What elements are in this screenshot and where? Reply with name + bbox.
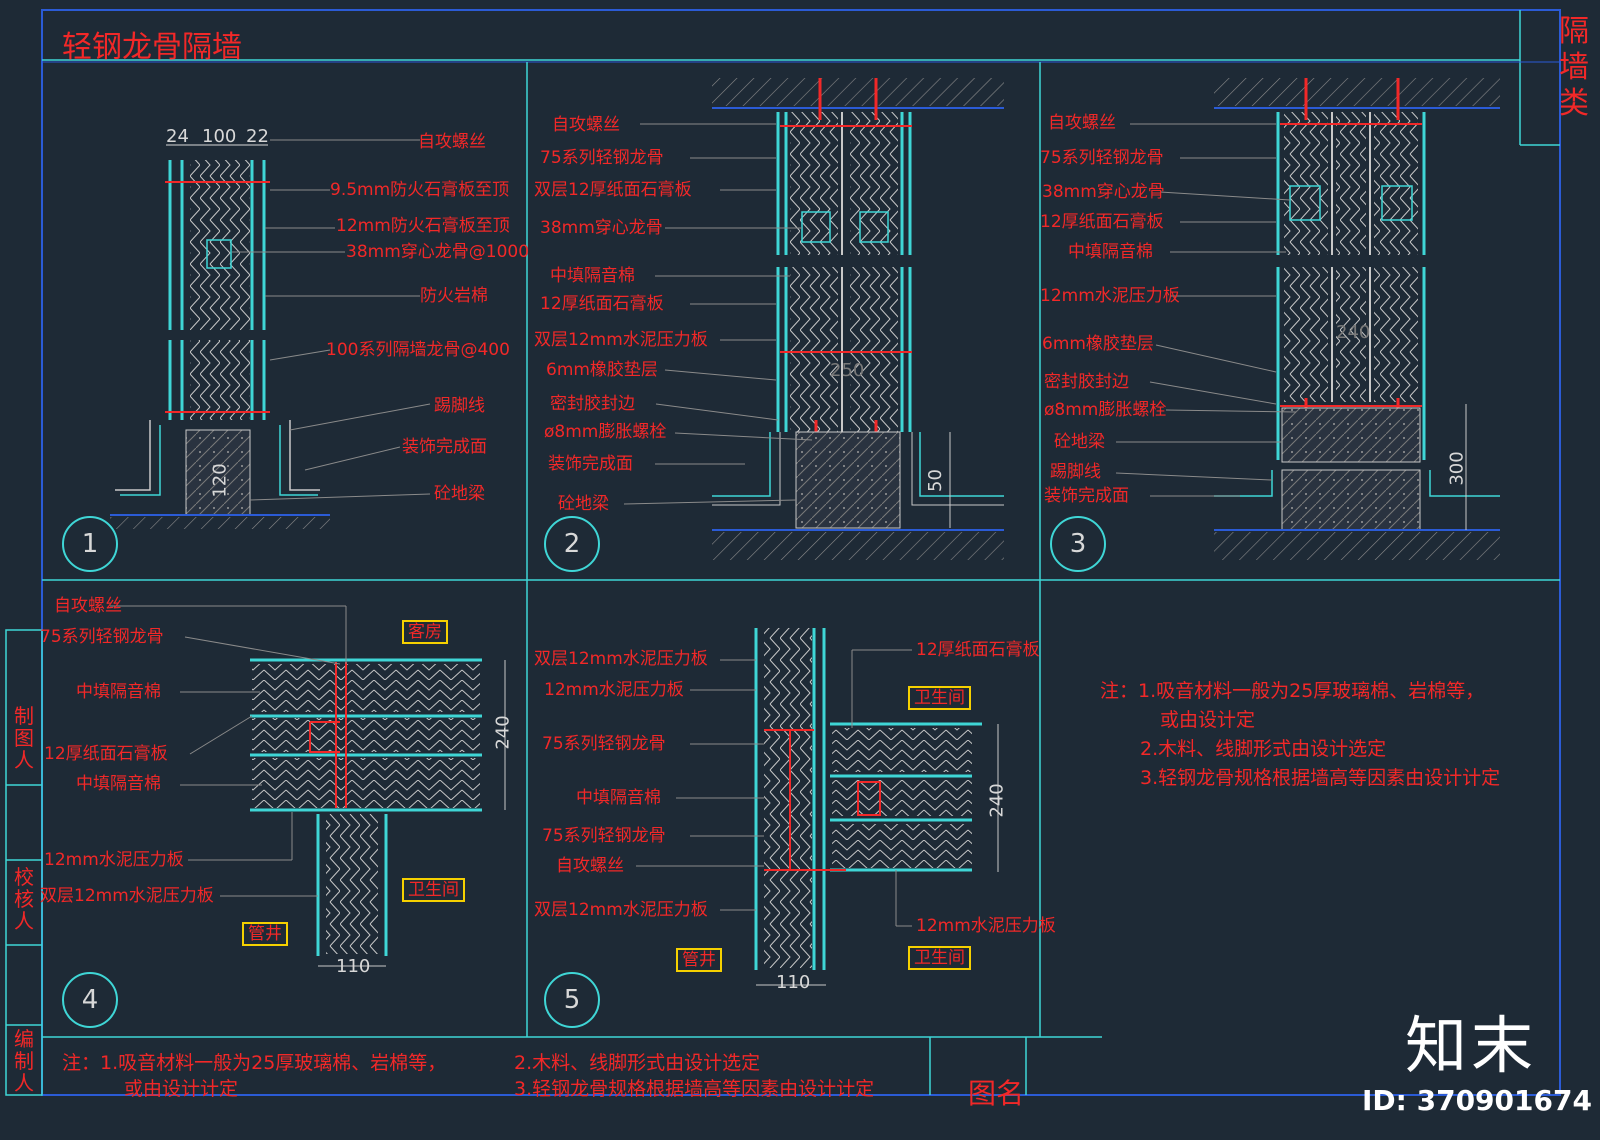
note-bottom-3: 2.木料、线脚形式由设计选定 [514,1052,761,1074]
d5-label: 自攻螺丝 [556,856,624,876]
d3-label: 密封胶封边 [1044,372,1129,392]
role-edit: 编制人 [14,1027,34,1095]
d4-dim-side: 240 [492,715,514,750]
note-right-3: 2.木料、线脚形式由设计选定 [1140,738,1387,760]
d3-dim-mid: 240 [1336,322,1371,343]
d2-label: 12厚纸面石膏板 [540,294,664,314]
d3-label: 6mm橡胶垫层 [1042,334,1154,354]
d1-label: 砼地梁 [434,484,485,504]
d1-label: 防火岩棉 [420,286,488,306]
d4-label: 中填隔音棉 [76,682,161,702]
category-label: 隔墙类 [1559,14,1589,121]
d4-label: 双层12mm水泥压力板 [40,886,214,906]
d3-label: 12mm水泥压力板 [1040,286,1180,306]
detail-number-2: 2 [544,516,600,572]
note-bottom-4: 3.轻钢龙骨规格根据墙高等因素由设计计定 [514,1078,875,1100]
detail-number-1: 1 [62,516,118,572]
detail-3-drawing [1115,78,1500,560]
side-strip [5,629,43,1096]
note-right-4: 3.轻钢龙骨规格根据墙高等因素由设计计定 [1140,767,1501,789]
detail-1-drawing [110,139,431,529]
d2-label: 75系列轻钢龙骨 [540,148,664,168]
role-draw: 制图人 [14,704,34,772]
d2-label: ø8mm膨胀螺栓 [544,422,667,442]
d2-label: 自攻螺丝 [552,115,620,135]
d5-label: 75系列轻钢龙骨 [542,734,666,754]
d4-label: 中填隔音棉 [76,774,161,794]
d4-dim-bottom: 110 [336,956,371,977]
d3-label: ø8mm膨胀螺栓 [1044,400,1167,420]
d1-label: 自攻螺丝 [418,132,486,152]
sheet-title: 轻钢龙骨隔墙 [62,30,242,65]
d3-label: 38mm穿心龙骨 [1042,182,1165,202]
d1-label: 38mm穿心龙骨@1000 [346,242,530,262]
d5-tag-shaft: 管井 [676,948,722,972]
d2-label: 装饰完成面 [548,454,633,474]
d1-dim-c: 22 [246,126,269,147]
d5-label: 中填隔音棉 [576,788,661,808]
d2-label: 双层12mm水泥压力板 [534,330,708,350]
d4-label: 12mm水泥压力板 [44,850,184,870]
d5-label: 75系列轻钢龙骨 [542,826,666,846]
image-id: ID: 370901674 [1362,1084,1592,1117]
d1-label: 12mm防火石膏板至顶 [336,216,510,236]
d3-label: 踢脚线 [1050,462,1101,482]
d3-label: 砼地梁 [1054,432,1105,452]
role-check: 校核人 [14,865,34,933]
d1-dim-bottom: 120 [209,463,231,498]
note-bottom-2: 或由设计计定 [124,1078,239,1100]
d2-label: 双层12厚纸面石膏板 [534,180,692,200]
d4-tag-room: 客房 [402,620,448,644]
d4-tag-shaft: 管井 [242,922,288,946]
d3-label: 装饰完成面 [1044,486,1129,506]
d4-label: 自攻螺丝 [54,596,122,616]
d2-label: 6mm橡胶垫层 [546,360,658,380]
d4-label: 12厚纸面石膏板 [44,744,168,764]
d5-label: 双层12mm水泥压力板 [534,900,708,920]
d2-label: 中填隔音棉 [550,266,635,286]
d3-label: 中填隔音棉 [1068,242,1153,262]
outer-frame [41,9,1561,1096]
d1-dim-a: 24 [166,126,189,147]
d1-label: 100系列隔墙龙骨@400 [326,340,510,360]
d3-label: 自攻螺丝 [1048,113,1116,133]
d1-label: 踢脚线 [434,396,485,416]
d2-dim-mid: 250 [830,360,865,381]
detail-number-5: 5 [544,972,600,1028]
d5-label: 12mm水泥压力板 [544,680,684,700]
detail-number-3: 3 [1050,516,1106,572]
detail-2-drawing [623,78,1004,560]
d2-label: 38mm穿心龙骨 [540,218,663,238]
d2-dim-side: 50 [924,469,946,492]
d5-dim-bottom: 110 [776,972,811,993]
d2-label: 密封胶封边 [550,394,635,414]
d1-label: 9.5mm防火石膏板至顶 [330,180,510,200]
note-right-2: 或由设计定 [1160,709,1256,731]
detail-4-drawing [110,605,506,967]
d5-tag-bath-2: 卫生间 [908,946,971,970]
note-bottom-1: 注：1.吸音材料一般为25厚玻璃棉、岩棉等， [62,1052,447,1074]
d4-tag-bath: 卫生间 [402,878,465,902]
d1-label: 装饰完成面 [402,437,487,457]
d5-dim-side: 240 [986,783,1008,818]
detail-number-4: 4 [62,972,118,1028]
d1-dim-b: 100 [202,126,237,147]
d4-label: 75系列轻钢龙骨 [40,627,164,647]
figure-name-label: 图名 [968,1077,1025,1110]
d5-label: 双层12mm水泥压力板 [534,649,708,669]
detail-5-drawing [636,628,999,986]
note-right-1: 注：1.吸音材料一般为25厚玻璃棉、岩棉等， [1100,680,1485,702]
d2-label: 砼地梁 [558,494,609,514]
d3-label: 12厚纸面石膏板 [1040,212,1164,232]
d5-tag-bath: 卫生间 [908,686,971,710]
d5-label: 12mm水泥压力板 [916,916,1056,936]
brand-watermark: 知末 [1405,1009,1538,1082]
d3-dim-side: 300 [1446,451,1468,486]
d5-label: 12厚纸面石膏板 [916,640,1040,660]
d3-label: 75系列轻钢龙骨 [1040,148,1164,168]
